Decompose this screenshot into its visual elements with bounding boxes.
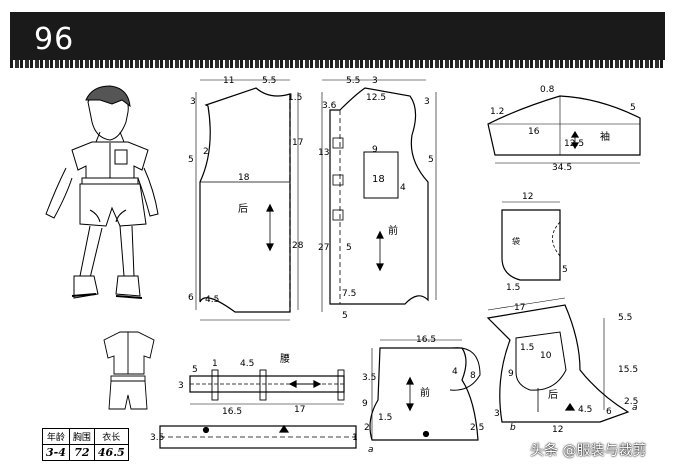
back-dim-hem-curve: 4.5 [205, 295, 219, 305]
shorts-back-dim-25: 2.5 [624, 397, 638, 407]
shorts-back-dim-12: 12 [552, 425, 563, 435]
pocket-dim-height: 18 [372, 174, 385, 185]
shorts-back-piece [486, 297, 630, 423]
shorts-front-piece [369, 339, 481, 441]
waistband-piece [189, 369, 345, 405]
strap-strip-piece [159, 424, 357, 449]
page-number: 96 [34, 22, 75, 57]
sleeve-dim-crown: 0.8 [540, 85, 555, 95]
waist-dim-5: 5 [192, 365, 198, 375]
sleeve-piece-name: 袖 [600, 130, 610, 143]
size-header-length: 衣长 [93, 428, 129, 445]
shorts-front-dim-15: 1.5 [378, 413, 392, 423]
back-dim-side-5: 5 [188, 155, 194, 165]
shorts-back-dim-width: 17 [514, 303, 525, 313]
shorts-back-dim-155: 15.5 [618, 365, 638, 375]
waist-dim-17: 17 [294, 405, 305, 415]
shorts-back-dim-9: 9 [508, 369, 514, 379]
shorts-front-dim-8: 8 [470, 371, 476, 381]
shorts-front-dim-35: 3.5 [362, 373, 376, 383]
sleeve-dim-5: 5 [630, 103, 636, 113]
front-dim-3: 3 [372, 76, 378, 86]
size-table-value-row: 3-4 72 46.5 [42, 444, 129, 461]
size-value-chest: 72 [68, 444, 95, 461]
back-dim-chest: 18 [238, 173, 250, 183]
shorts-back-dim-55: 5.5 [618, 313, 632, 323]
front-dim-length: 27 [318, 243, 329, 253]
shorts-back-dim-6: 6 [606, 407, 612, 417]
size-header-chest: 胸围 [68, 428, 95, 445]
front-dim-side-5: 5 [428, 155, 434, 165]
back-piece-name: 后 [238, 203, 248, 215]
shorts-back-point-a: a [632, 403, 638, 413]
waist-dim-1: 1 [212, 359, 218, 369]
sleeve-dim-width: 34.5 [552, 163, 572, 173]
front-dim-neck-curve: 12.5 [366, 93, 386, 103]
sleeve-dim-half: 16 [528, 127, 540, 137]
size-header-age: 年龄 [42, 428, 70, 445]
garment-thumbnail [103, 331, 155, 410]
child-illustration [45, 85, 159, 299]
front-bodice-piece [321, 79, 437, 312]
size-value-age: 3-4 [42, 444, 70, 461]
back-dim-width-neck: 11 [223, 76, 234, 86]
shorts-front-dim-2: 2 [364, 423, 370, 433]
button-markers [332, 137, 344, 221]
sleeve-piece [487, 95, 641, 164]
pocket-piece-width: 12 [522, 192, 533, 202]
front-piece-name: 前 [388, 224, 398, 237]
size-value-length: 46.5 [93, 444, 129, 461]
page-header [10, 12, 665, 68]
shorts-front-dim-25: 2.5 [470, 423, 484, 433]
size-table-header-row: 年龄 胸围 衣长 [42, 428, 129, 445]
front-dim-hem: 7.5 [342, 289, 356, 299]
header-torn-edge [10, 60, 665, 68]
waist-dim-165: 16.5 [222, 407, 242, 417]
strip-dim-height: 3.5 [150, 433, 164, 443]
back-dim-shoulder: 5.5 [262, 76, 276, 86]
pocket-piece-5: 5 [562, 265, 568, 275]
shorts-front-dim-9: 9 [362, 399, 368, 409]
back-dim-length: 28 [292, 241, 304, 251]
shorts-front-dim-width: 16.5 [416, 335, 436, 345]
shorts-back-pocket-10: 10 [540, 351, 552, 361]
pocket-piece [501, 201, 561, 281]
shorts-front-piece-name: 前 [420, 386, 430, 399]
back-dim-armhole-2: 2 [203, 147, 209, 157]
sleeve-dim-edge: 1.2 [490, 107, 504, 117]
watermark: 头条 @服装与裁剪 [530, 443, 647, 459]
shorts-front-dim-4: 4 [452, 367, 458, 377]
front-dim-top-3: 3 [424, 97, 430, 107]
front-dim-button-5: 5 [346, 243, 352, 253]
front-dim-shoulder: 5.5 [346, 76, 360, 86]
shorts-front-point-a: a [368, 445, 374, 455]
front-dim-neck-depth: 3.6 [322, 101, 337, 111]
shorts-back-dim-45: 4.5 [578, 405, 592, 415]
shorts-back-piece-name: 后 [548, 389, 558, 401]
shorts-back-pocket-15: 1.5 [520, 343, 534, 353]
back-bodice-piece [195, 79, 299, 321]
front-dim-13: 13 [318, 148, 329, 158]
back-dim-top-drop: 3 [190, 97, 196, 107]
waistband-piece-name: 腰 [280, 353, 290, 365]
shorts-back-point-b: b [510, 423, 516, 433]
pocket-piece-name: 袋 [512, 236, 520, 246]
shorts-back-dim-3: 3 [494, 409, 500, 419]
size-table: 年龄 胸围 衣长 3-4 72 46.5 [42, 428, 129, 461]
strip-dim-1: 1 [352, 433, 358, 443]
back-dim-neck-depth: 1.5 [288, 93, 302, 103]
pocket-piece-15: 1.5 [506, 283, 520, 293]
front-dim-bottom-5: 5 [342, 311, 348, 321]
waist-dim-3: 3 [178, 381, 184, 391]
front-dim-4: 4 [400, 183, 406, 193]
waist-dim-45: 4.5 [240, 359, 254, 369]
pocket-dim-width: 9 [372, 145, 378, 155]
back-dim-hem-6: 6 [188, 293, 194, 303]
sleeve-dim-cap: 12.5 [564, 139, 584, 149]
back-dim-armhole: 17 [292, 138, 303, 148]
